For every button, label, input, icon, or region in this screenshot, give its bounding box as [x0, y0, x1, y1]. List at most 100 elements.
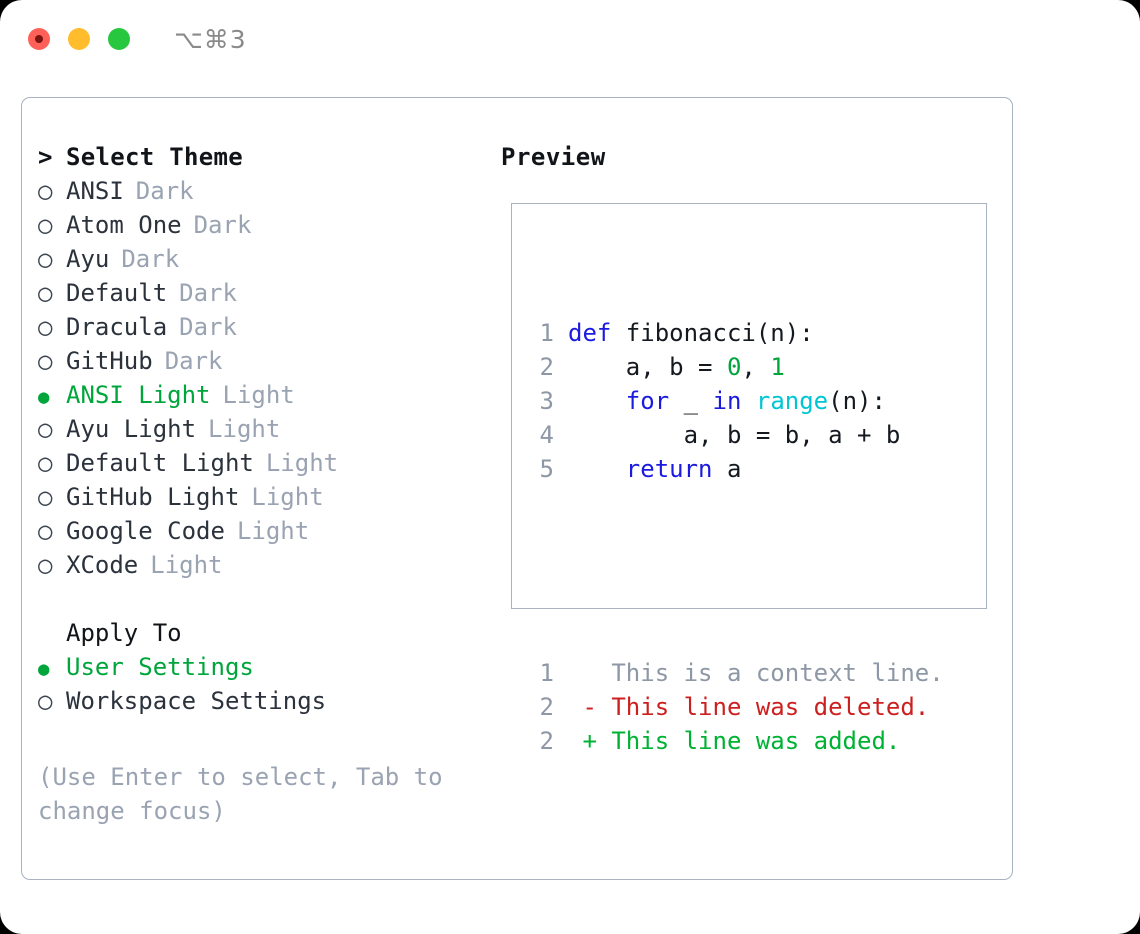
- diff-sign: [568, 656, 597, 690]
- close-button-icon[interactable]: [28, 28, 50, 50]
- theme-option-variant: Light: [265, 449, 339, 477]
- code-token-num: 0: [726, 353, 742, 381]
- code-token-txt: (n):: [828, 387, 886, 415]
- apply-to-option-user-settings[interactable]: ● User Settings: [38, 653, 498, 687]
- apply-to-header: ○ Apply To: [38, 619, 498, 653]
- theme-option-ayu-light[interactable]: ○ Ayu Light Light: [38, 415, 498, 449]
- diff-line-number: 1: [539, 659, 554, 687]
- theme-picker-header: > Select Theme: [38, 143, 498, 177]
- diff-sample: 1 This is a context line. 2 - This line w…: [526, 656, 986, 758]
- theme-option-variant: Dark: [164, 347, 223, 375]
- code-line-number: 1: [539, 319, 554, 347]
- apply-to-option-workspace-settings[interactable]: ○Workspace Settings: [38, 687, 498, 721]
- code-token-txt: a: [712, 455, 742, 483]
- theme-option-variant: Light: [236, 517, 310, 545]
- code-line-number: 2: [539, 353, 554, 381]
- theme-option-label: Dracula: [66, 313, 168, 341]
- code-token-kw: for: [625, 387, 670, 415]
- theme-picker-title: Select Theme: [66, 143, 243, 171]
- minimize-button-icon[interactable]: [68, 28, 90, 50]
- radio-unselected-icon: ○: [38, 347, 53, 375]
- code-diff-spacer: [526, 554, 986, 588]
- theme-option-variant: Dark: [179, 313, 237, 341]
- radio-unselected-icon: ○: [38, 517, 53, 545]
- caret-icon: >: [38, 143, 53, 171]
- maximize-button-icon[interactable]: [108, 28, 130, 50]
- theme-option-google-code[interactable]: ○ Google Code Light: [38, 517, 498, 551]
- code-token-txt: ,: [741, 353, 771, 381]
- diff-line-text: This is a context line.: [596, 659, 944, 687]
- diff-sign: +: [568, 727, 597, 755]
- theme-option-label: ANSI: [66, 177, 124, 205]
- code-token-kw: in: [712, 387, 742, 415]
- radio-selected-icon: ●: [38, 658, 50, 680]
- keyboard-shortcut-label: ⌥⌘3: [174, 24, 247, 54]
- theme-option-variant: Dark: [193, 211, 252, 239]
- theme-option-variant: Light: [208, 415, 281, 443]
- code-line-text: a, b = b, a + b: [568, 418, 901, 452]
- keyboard-hint: (Use Enter to select, Tab to change focu…: [38, 763, 458, 825]
- diff-line-number: 2: [539, 727, 554, 755]
- theme-option-atom-one[interactable]: ○ Atom One Dark: [38, 211, 498, 245]
- theme-option-label: XCode: [66, 551, 139, 579]
- radio-unselected-icon: ○: [38, 415, 53, 443]
- code-token-txt: [568, 387, 626, 415]
- code-line-text: for _ in range(n):: [568, 384, 886, 418]
- code-token-txt: a, b = b, a + b: [568, 421, 901, 449]
- code-token-num: 1: [770, 353, 785, 381]
- theme-option-variant: Dark: [179, 279, 237, 307]
- title-bar: ⌥⌘3: [0, 0, 1140, 78]
- diff-line-deleted: 2 - This line was deleted.: [526, 690, 986, 724]
- radio-unselected-icon: ○: [38, 245, 53, 273]
- code-token-txt: fibonacci(n):: [625, 319, 814, 347]
- theme-option-label: Ayu Light: [66, 415, 197, 443]
- theme-option-variant: Dark: [121, 245, 180, 273]
- code-line: 3 for _ in range(n):: [526, 384, 986, 418]
- theme-option-label: Default: [66, 279, 168, 307]
- theme-option-variant: Light: [150, 551, 223, 579]
- code-line-text: def fibonacci(n):: [568, 316, 814, 350]
- theme-option-variant: Light: [251, 483, 324, 511]
- code-line-number: 3: [539, 387, 554, 415]
- diff-sign: -: [568, 693, 597, 721]
- theme-option-dracula[interactable]: ○ Dracula Dark: [38, 313, 498, 347]
- code-token-fn: range: [755, 387, 829, 415]
- radio-unselected-icon: ○: [38, 313, 53, 341]
- code-line: 2 a, b = 0, 1: [526, 350, 986, 384]
- theme-option-label: Google Code: [66, 517, 225, 545]
- radio-unselected-icon: ○: [38, 211, 53, 239]
- diff-line-number: 2: [539, 693, 554, 721]
- theme-option-github[interactable]: ○ GitHub Dark: [38, 347, 498, 381]
- radio-selected-icon: ●: [38, 386, 50, 408]
- diff-line-added: 2 + This line was added.: [526, 724, 986, 758]
- apply-to-list: ● User Settings ○Workspace Settings: [38, 653, 498, 721]
- theme-option-label: GitHub: [66, 347, 153, 375]
- code-line: 4 a, b = b, a + b: [526, 418, 986, 452]
- theme-option-variant: Light: [222, 381, 295, 409]
- code-token-kw: def: [568, 319, 626, 347]
- preview-title: Preview: [501, 143, 606, 171]
- apply-to-title: Apply To: [66, 619, 182, 647]
- theme-option-label: Atom One: [66, 211, 182, 239]
- theme-option-label: Default Light: [66, 449, 254, 477]
- code-token-kw: return: [625, 455, 713, 483]
- apply-to-option-label: User Settings: [66, 653, 254, 681]
- code-line: 5 return a: [526, 452, 986, 486]
- code-line-text: a, b = 0, 1: [568, 350, 785, 384]
- code-line: 1 def fibonacci(n):: [526, 316, 986, 350]
- apply-to-header-spacer: ○: [38, 619, 66, 653]
- code-line-number: 5: [539, 455, 554, 483]
